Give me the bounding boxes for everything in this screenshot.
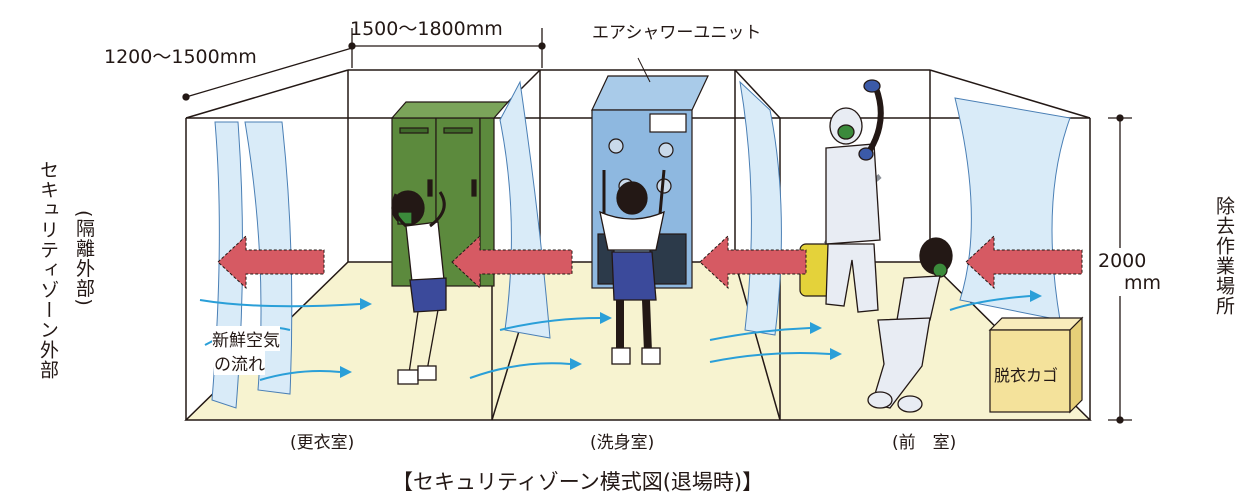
- height-dimension-unit: mm: [1124, 272, 1162, 294]
- width-dimension-label: 1500〜1800mm: [350, 18, 503, 40]
- airflow-arrow-4: [965, 234, 1083, 290]
- isolation-outside-label: (隔離外部): [73, 210, 95, 307]
- basket-label: 脱衣カゴ: [994, 366, 1059, 385]
- person-changing: [391, 190, 447, 385]
- removal-site-label: 除去作業場所: [1213, 196, 1235, 316]
- diagram-title: 【セキュリティゾーン模式図(退場時)】: [392, 470, 764, 494]
- person-washing: [599, 169, 666, 365]
- airflow-arrows: [217, 234, 1083, 290]
- airflow-arrow-2: [451, 234, 573, 290]
- room-label-changing: (更衣室): [290, 433, 355, 453]
- outside-zone-label: セキュリティゾーン外部: [37, 160, 59, 380]
- depth-dimension-label: 1200〜1500mm: [104, 46, 257, 68]
- room-label-washing: (洗身室): [590, 433, 655, 453]
- airflow-arrow-1: [217, 234, 325, 290]
- depth-dimension: [182, 47, 353, 101]
- fresh-air-label-line1: 新鮮空気: [212, 326, 280, 351]
- height-dimension-value: 2000: [1098, 250, 1147, 272]
- curtain-right: [954, 97, 1071, 321]
- airflow-arrow-3: [699, 234, 807, 290]
- fresh-air-label-line2: の流れ: [214, 350, 265, 375]
- room-label-front: (前 室): [892, 433, 957, 453]
- person-suit: [825, 79, 884, 313]
- clothes-basket: [988, 316, 1084, 414]
- height-dimension: [1108, 114, 1132, 424]
- person-undressing: [867, 237, 953, 413]
- air-shower-unit-label: エアシャワーユニット: [592, 23, 762, 43]
